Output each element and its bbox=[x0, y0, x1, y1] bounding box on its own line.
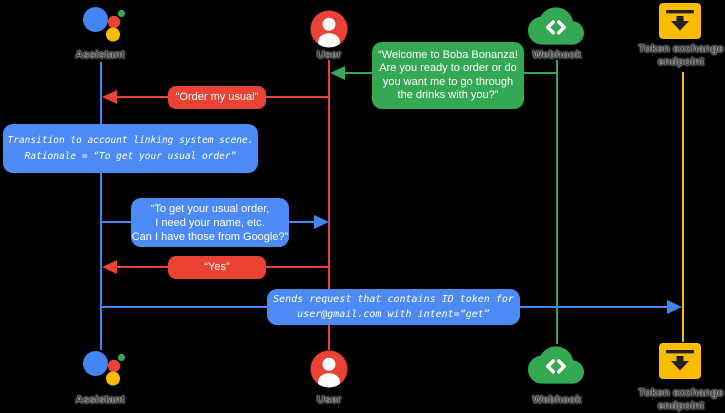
token-endpoint-lifeline bbox=[682, 72, 684, 342]
webhook-lifeline bbox=[556, 60, 558, 344]
token-endpoint-label-bottom: Token exchange endpoint bbox=[638, 387, 724, 412]
order-usual-arrowhead bbox=[102, 90, 117, 104]
yes-message-bubble: “Yes” bbox=[168, 256, 266, 279]
welcome-arrowhead bbox=[330, 66, 345, 80]
token-endpoint-label-top: Token exchange endpoint bbox=[638, 43, 724, 68]
transition-note-bubble: Transition to account linking system sce… bbox=[3, 124, 258, 173]
token-endpoint-icon bbox=[659, 3, 701, 39]
google-assistant-icon bbox=[83, 7, 126, 42]
ask-google-arrowhead bbox=[314, 215, 329, 229]
assistant-label-top: Assistant bbox=[75, 49, 125, 61]
yes-arrowhead bbox=[102, 260, 117, 274]
user-label-top: User bbox=[316, 49, 342, 61]
token-endpoint-icon bbox=[659, 343, 701, 379]
user-icon bbox=[310, 10, 348, 48]
send-token-message-bubble: Sends request that contains ID token for… bbox=[267, 289, 520, 325]
user-lifeline bbox=[328, 60, 330, 350]
webhook-label-bottom: Webhook bbox=[532, 394, 582, 406]
webhook-cloud-icon bbox=[528, 346, 584, 384]
webhook-label-top: Webhook bbox=[532, 49, 582, 61]
assistant-lifeline bbox=[100, 62, 102, 350]
assistant-label-bottom: Assistant bbox=[75, 394, 125, 406]
webhook-cloud-icon bbox=[528, 7, 584, 45]
google-assistant-icon bbox=[83, 351, 126, 386]
send-token-arrowhead bbox=[667, 300, 682, 314]
welcome-message-bubble: “Welcome to Boba Bonanza! Are you ready … bbox=[372, 42, 524, 109]
order-usual-message-bubble: “Order my usual” bbox=[168, 86, 266, 109]
user-label-bottom: User bbox=[316, 394, 342, 406]
user-icon bbox=[310, 350, 348, 388]
ask-google-message-bubble: “To get your usual order, I need your na… bbox=[131, 198, 289, 247]
